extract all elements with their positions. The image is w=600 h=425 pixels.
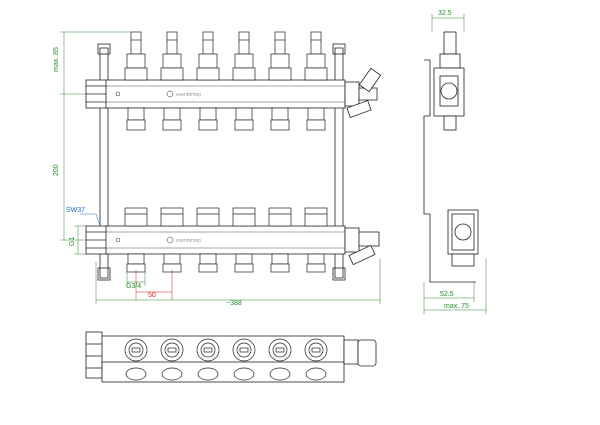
brand-label: evenbrmep: [176, 238, 201, 244]
pitch-dimension-lines: [135, 270, 173, 300]
brand-logo: [166, 90, 174, 98]
flow-meter: [196, 31, 220, 131]
front-view: [85, 43, 382, 281]
lower-vent-valve: [358, 231, 380, 247]
lower-drain-valve: [348, 244, 376, 266]
side-bracket: [423, 59, 476, 283]
top-valve-head: [268, 338, 292, 362]
right-bracket-foot: [332, 267, 346, 281]
top-valve-heads: [124, 338, 328, 381]
dim-inlet-thread: G1: [69, 237, 76, 246]
dim-top-max: max. 85: [53, 47, 60, 72]
top-inlet-nut: [85, 331, 103, 379]
flow-meter: [304, 31, 328, 131]
dim-pitch: 50: [148, 292, 156, 299]
dim-side-width: 32.5: [438, 10, 452, 17]
return-valve: [160, 207, 184, 273]
lower-bar: [104, 225, 346, 255]
dim-wrench: SW37: [66, 207, 85, 214]
left-bracket-foot: [97, 267, 111, 281]
upper-bar: [104, 79, 346, 109]
return-valve: [196, 207, 220, 273]
upper-end-cap: [344, 81, 360, 107]
top-valve-head: [232, 338, 256, 362]
dim-spacing: 200: [53, 164, 60, 176]
flow-meter: [268, 31, 292, 131]
upper-drain-valve: [346, 100, 372, 118]
left-bracket-top: [97, 43, 111, 55]
flow-meter: [160, 31, 184, 131]
wrench-leader: [80, 213, 101, 227]
return-valve: [304, 207, 328, 273]
side-dimension-lines: [423, 14, 487, 314]
brand-logo: [166, 236, 174, 244]
top-valve-head: [160, 338, 184, 362]
top-valve-head: [124, 338, 148, 362]
lower-end-cap: [344, 227, 360, 253]
right-bracket-top: [332, 43, 346, 55]
dim-side-max: max. 75: [444, 303, 469, 310]
top-end-fitting: [357, 339, 377, 367]
top-valve-head: [304, 338, 328, 362]
dim-side-offset: 52.5: [440, 291, 454, 298]
left-bracket: [99, 47, 109, 279]
brand-label: evenbrmep: [176, 92, 201, 98]
flow-meter: [232, 31, 256, 131]
upper-vent-knob: [358, 67, 382, 93]
flow-meters: [124, 31, 328, 131]
return-valves: [124, 207, 328, 273]
right-bracket: [334, 47, 344, 279]
dim-outlet-thread: G3/4: [126, 283, 141, 290]
dim-overall-length: ~388: [226, 300, 242, 307]
return-valve: [232, 207, 256, 273]
return-valve: [268, 207, 292, 273]
side-view: [423, 31, 479, 283]
top-valve-head: [196, 338, 220, 362]
return-valve: [124, 207, 148, 273]
flow-meter: [124, 31, 148, 131]
front-dimension-lines: [60, 31, 381, 304]
